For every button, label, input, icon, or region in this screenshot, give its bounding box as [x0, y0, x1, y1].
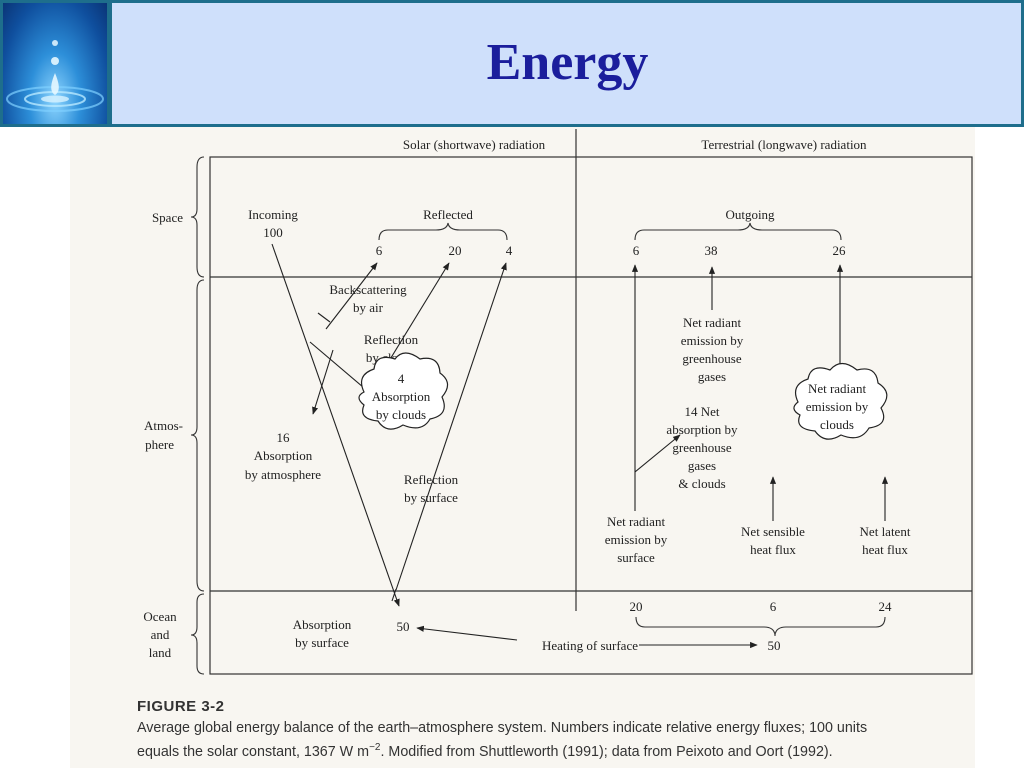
- figure-caption: FIGURE 3-2 Average global energy balance…: [137, 698, 937, 762]
- net-absorption-label-line3: greenhouse: [672, 440, 731, 455]
- outgoing-label: Outgoing: [725, 207, 775, 222]
- cloud-branch-line: [309, 341, 371, 394]
- surface-value-3: 24: [879, 599, 893, 614]
- surface-absorption-label-line1: Absorption: [293, 617, 352, 632]
- reflection-surface-pointer: [391, 588, 397, 602]
- atmosphere-absorption-label-line2: by atmosphere: [245, 467, 321, 482]
- net-absorption-arrow: [634, 434, 681, 473]
- ghg-emission-label-line4: gases: [698, 369, 726, 384]
- backscatter-pointer: [317, 312, 331, 323]
- reflected-value-1: 6: [376, 243, 383, 258]
- title-banner: Energy: [110, 3, 1021, 124]
- heating-arrow-left: [416, 625, 518, 641]
- net-absorption-label-line2: absorption by: [666, 422, 738, 437]
- atmosphere-absorption-value: 16: [277, 430, 291, 445]
- atmosphere-absorption-label-line1: Absorption: [254, 448, 313, 463]
- ghg-emission-label-line2: emission by: [681, 333, 744, 348]
- surface-reflection-label-line1: Reflection: [404, 472, 459, 487]
- space-brace: [190, 156, 205, 278]
- cloud-emission-label-line1: Net radiant: [808, 381, 867, 396]
- zone-atmosphere-line2: phere: [145, 437, 174, 452]
- zone-ocean-line1: Ocean: [143, 609, 177, 624]
- terrestrial-header: Terrestrial (longwave) radiation: [701, 137, 867, 152]
- surface-reflection-arrow: [395, 262, 507, 591]
- surface-reflection-label-line2: by surface: [404, 490, 458, 505]
- absorption-cloud-shape: [358, 352, 449, 430]
- zone-ocean-line3: land: [149, 645, 172, 660]
- zone-space: Space: [152, 210, 183, 225]
- cloud-emission-label-line3: clouds: [820, 417, 854, 432]
- cloud-absorption-value: 4: [398, 371, 405, 386]
- cloud-absorption-label-line2: by clouds: [376, 407, 426, 422]
- energy-balance-diagram: Solar (shortwave) radiation Terrestrial …: [143, 129, 973, 675]
- net-absorption-label-line1: 14 Net: [684, 404, 719, 419]
- outgoing-value-2: 38: [705, 243, 718, 258]
- caption-line1: Average global energy balance of the ear…: [137, 720, 868, 736]
- caption-line2-start: equals the solar constant, 1367 W m: [137, 743, 370, 760]
- latent-heat-label-line2: heat flux: [862, 542, 908, 557]
- outgoing-brace: [634, 222, 842, 241]
- slide-title: Energy: [486, 34, 649, 91]
- slide-header: Energy: [0, 0, 1024, 127]
- surface-emission-label-line3: surface: [617, 550, 655, 565]
- outgoing-value-1: 6: [633, 243, 640, 258]
- surface-absorption-label-line2: by surface: [295, 635, 349, 650]
- net-absorption-label-line4: gases: [688, 458, 716, 473]
- incoming-value: 100: [263, 225, 283, 240]
- surface-value-2: 6: [770, 599, 777, 614]
- sensible-heat-label-line1: Net sensible: [741, 524, 805, 539]
- figure-label: FIGURE 3-2: [137, 698, 225, 715]
- heating-label: Heating of surface: [542, 638, 638, 653]
- backscatter-arrow: [325, 262, 378, 330]
- cloud-absorption-label-line1: Absorption: [372, 389, 431, 404]
- energy-balance-figure: Solar (shortwave) radiation Terrestrial …: [70, 127, 975, 768]
- surface-value-1: 20: [630, 599, 643, 614]
- latent-heat-label-line1: Net latent: [860, 524, 911, 539]
- sensible-heat-label-line2: heat flux: [750, 542, 796, 557]
- incoming-label: Incoming: [248, 207, 298, 222]
- emission-cloud-shape: [793, 362, 888, 440]
- backscatter-label-line2: by air: [353, 300, 384, 315]
- backscatter-label-line1: Backscattering: [329, 282, 407, 297]
- ocean-brace: [190, 593, 205, 675]
- surface-brace: [635, 616, 886, 636]
- zone-ocean-line2: and: [151, 627, 170, 642]
- water-drop-logo: [3, 3, 107, 124]
- incoming-beam-arrow: [271, 243, 400, 607]
- surface-emission-label-line1: Net radiant: [607, 514, 666, 529]
- water-drop-icon: [6, 40, 104, 112]
- reflected-value-3: 4: [506, 243, 513, 258]
- ghg-emission-label-line3: greenhouse: [682, 351, 741, 366]
- atmosphere-absorption-arrow: [312, 349, 334, 415]
- zone-atmosphere-line1: Atmos-: [144, 418, 183, 433]
- ghg-emission-label-line1: Net radiant: [683, 315, 742, 330]
- caption-exponent: −2: [369, 742, 381, 753]
- reflected-brace: [378, 222, 508, 241]
- reflected-value-2: 20: [449, 243, 462, 258]
- outgoing-value-3: 26: [833, 243, 847, 258]
- solar-header: Solar (shortwave) radiation: [403, 137, 546, 152]
- reflected-label: Reflected: [423, 207, 473, 222]
- cloud-reflection-label-line1: Reflection: [364, 332, 419, 347]
- caption-line2-end: . Modified from Shuttleworth (1991); dat…: [380, 743, 833, 760]
- heating-total-value: 50: [768, 638, 781, 653]
- cloud-emission-label-line2: emission by: [806, 399, 869, 414]
- atmosphere-brace: [190, 279, 205, 592]
- surface-absorption-value: 50: [397, 619, 410, 634]
- net-absorption-label-line5: & clouds: [678, 476, 725, 491]
- surface-emission-label-line2: emission by: [605, 532, 668, 547]
- caption-text: Average global energy balance of the ear…: [137, 719, 937, 762]
- diagram-frame: [209, 156, 973, 675]
